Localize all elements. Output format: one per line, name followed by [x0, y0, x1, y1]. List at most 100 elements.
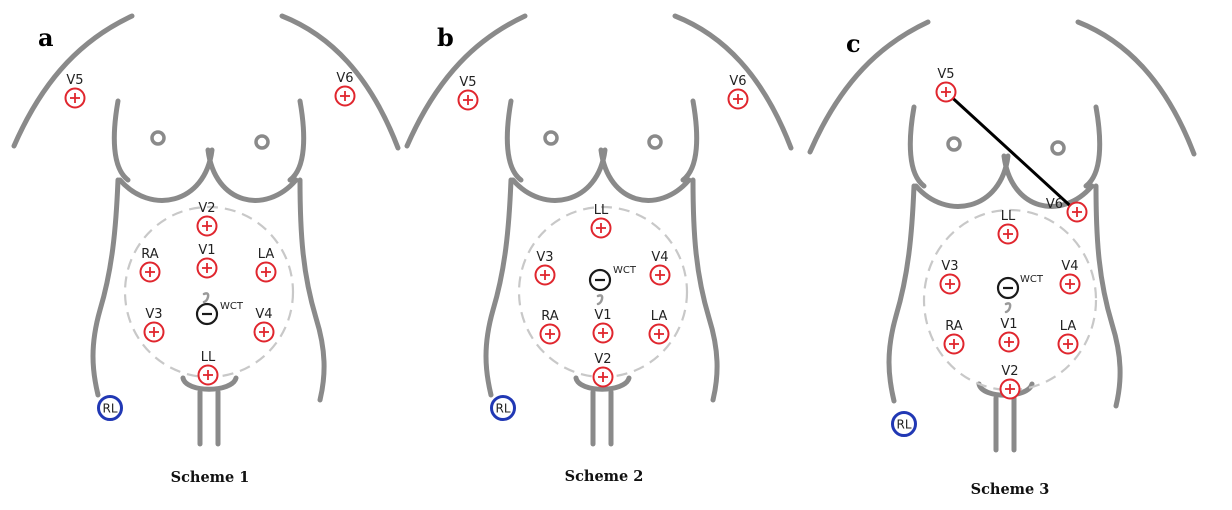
- torso-leftSide: [90, 177, 121, 398]
- electrode-label: LA: [651, 309, 668, 324]
- electrode-label: V3: [145, 307, 162, 322]
- torso-rightArm: [1083, 104, 1103, 189]
- electrode-label: V5: [459, 75, 476, 90]
- nipple-right: [254, 134, 270, 150]
- torso-pelvis: [573, 375, 632, 392]
- electrode-la: LA: [255, 247, 277, 283]
- electrode-la: LA: [1057, 319, 1079, 355]
- wire-squiggle: [596, 294, 604, 306]
- torso-breastR: [205, 147, 299, 203]
- electrode-ll: LL: [590, 203, 612, 239]
- electrode-label: RA: [141, 247, 159, 262]
- electrode-label: LA: [258, 247, 275, 262]
- electrode-wct: WCT: [996, 274, 1044, 300]
- electrode-ll: LL: [997, 209, 1019, 245]
- electrode-la: LA: [648, 309, 670, 345]
- electrode-label: LL: [594, 203, 609, 218]
- nipple-right: [647, 134, 663, 150]
- electrode-v6: V6: [334, 71, 356, 107]
- electrode-label: LA: [1060, 319, 1077, 334]
- electrode-ra: RA: [943, 319, 965, 355]
- nipple-right: [1050, 140, 1066, 156]
- wct-label: WCT: [220, 301, 244, 312]
- nipple-left: [150, 130, 166, 146]
- electrode-v1: V1: [592, 308, 614, 344]
- electrode-v4: V4: [649, 250, 671, 286]
- electrode-ra: RA: [539, 309, 561, 345]
- torso-breastL: [913, 153, 1011, 209]
- electrode-v6: V6: [727, 74, 749, 110]
- electrode-label: V3: [536, 250, 553, 265]
- electrode-label: RA: [945, 319, 963, 334]
- panel-letter: b: [437, 23, 454, 52]
- electrode-v6: V6: [1046, 197, 1088, 223]
- torso-rightSide: [690, 177, 720, 403]
- torso-outline: [404, 13, 794, 447]
- torso-rightSide: [1093, 183, 1123, 409]
- torso-outer: [807, 19, 1197, 157]
- electrode-v3: V3: [534, 250, 556, 286]
- electrode-label: V3: [941, 259, 958, 274]
- electrode-rl: RL: [97, 395, 123, 421]
- rl-label: RL: [495, 402, 510, 416]
- electrode-label: V6: [1046, 197, 1063, 212]
- torso-leftArm: [907, 104, 927, 189]
- scheme-title: Scheme 1: [171, 469, 250, 486]
- electrode-v2: V2: [999, 364, 1021, 400]
- electrode-v5: V5: [935, 67, 957, 103]
- electrode-v3: V3: [939, 259, 961, 295]
- electrode-rl: RL: [891, 411, 917, 437]
- torso-breastL: [117, 147, 215, 203]
- scheme-title: Scheme 2: [565, 468, 644, 485]
- electrode-label: V2: [1001, 364, 1018, 379]
- electrode-label: V4: [1061, 259, 1078, 274]
- electrode-label: V1: [198, 243, 215, 258]
- panel-letter: c: [846, 29, 861, 58]
- rl-ground-icon: [490, 395, 516, 421]
- torso-rightArm: [287, 98, 307, 183]
- wire-squiggle: [1004, 302, 1012, 314]
- electrode-label: V2: [198, 201, 215, 216]
- electrode-ra: RA: [139, 247, 161, 283]
- torso-leftArm: [111, 98, 131, 183]
- electrode-label: V4: [651, 250, 668, 265]
- electrode-label: V2: [594, 352, 611, 367]
- rl-ground-icon: [97, 395, 123, 421]
- electrode-v5: V5: [64, 73, 86, 109]
- electrode-v5: V5: [457, 75, 479, 111]
- torso-rightSide: [297, 177, 327, 403]
- nipple-left: [543, 130, 559, 146]
- rl-label: RL: [102, 402, 117, 416]
- torso-pelvis: [180, 375, 239, 392]
- torso-outline: [11, 13, 401, 447]
- scheme-title: Scheme 3: [971, 481, 1050, 498]
- electrode-ll: LL: [197, 350, 219, 386]
- electrode-label: V1: [1000, 317, 1017, 332]
- electrode-v4: V4: [253, 307, 275, 343]
- torso-leftSide: [886, 183, 917, 404]
- electrode-label: V1: [594, 308, 611, 323]
- wct-label: WCT: [1020, 274, 1044, 285]
- torso-leftArm: [504, 98, 524, 183]
- electrode-wct: WCT: [588, 265, 637, 292]
- electrode-wct: WCT: [195, 301, 244, 326]
- electrode-label: V6: [336, 71, 353, 86]
- wct-label: WCT: [613, 265, 637, 276]
- electrode-v1: V1: [998, 317, 1020, 353]
- electrode-label: V6: [729, 74, 746, 89]
- rl-label: RL: [896, 418, 911, 432]
- electrode-label: V5: [937, 67, 954, 82]
- torso-rightArm: [680, 98, 700, 183]
- torso-outer: [404, 13, 794, 151]
- rl-ground-icon: [891, 411, 917, 437]
- electrode-v2: V2: [196, 201, 218, 237]
- panel-letter: a: [38, 23, 54, 52]
- electrode-v1: V1: [196, 243, 218, 279]
- torso-breastR: [1001, 153, 1095, 209]
- electrode-v2: V2: [592, 352, 614, 388]
- abdominal-zone: [922, 208, 1098, 392]
